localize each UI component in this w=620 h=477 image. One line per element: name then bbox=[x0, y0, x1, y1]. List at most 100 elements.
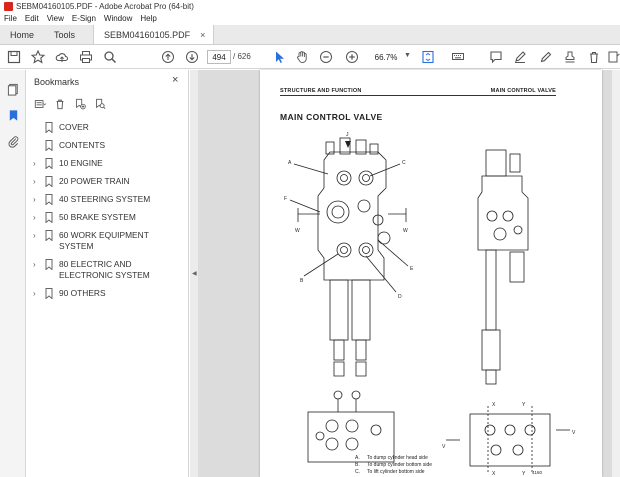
document-viewer[interactable]: STRUCTURE AND FUNCTION MAIN CONTROL VALV… bbox=[198, 70, 620, 477]
bookmark-contents[interactable]: CONTENTS bbox=[27, 140, 189, 152]
highlight-pen-icon[interactable] bbox=[512, 49, 528, 65]
view-arrow-icon bbox=[345, 141, 351, 148]
figure-legend: A.To dump cylinder head side B. To dump c… bbox=[355, 455, 432, 476]
legend-item: B. To dump cylinder bottom side bbox=[355, 462, 432, 469]
bookmark-icon bbox=[45, 176, 53, 188]
draw-icon[interactable] bbox=[538, 49, 554, 65]
menu-edit[interactable]: Edit bbox=[24, 14, 39, 23]
navigation-rail bbox=[0, 70, 26, 477]
delete-icon[interactable] bbox=[586, 49, 602, 65]
new-bookmark-icon[interactable] bbox=[73, 97, 87, 111]
bookmarks-panel-icon[interactable] bbox=[6, 108, 20, 122]
vertical-scrollbar[interactable] bbox=[612, 70, 620, 477]
tab-document[interactable]: SEBM04160105.PDF × bbox=[93, 25, 215, 44]
callout-e: E bbox=[410, 266, 414, 272]
panel-splitter[interactable]: ◀ bbox=[190, 70, 198, 477]
bookmark-steering-system[interactable]: › 40 STEERING SYSTEM bbox=[27, 194, 189, 206]
chevron-right-icon[interactable]: › bbox=[33, 231, 36, 240]
callout-y-top: Y bbox=[522, 402, 526, 408]
bookmark-cover[interactable]: COVER bbox=[27, 122, 189, 134]
legend-item: A.To dump cylinder head side bbox=[355, 455, 432, 462]
save-icon[interactable] bbox=[6, 49, 22, 65]
bookmark-options-icon[interactable] bbox=[33, 97, 47, 111]
collapse-panel-icon[interactable]: ◀ bbox=[192, 271, 197, 277]
callout-c: C bbox=[402, 160, 406, 166]
callout-w-right: W bbox=[403, 228, 408, 234]
legend-text: To dump cylinder head side bbox=[367, 455, 428, 461]
legend-item: C.To lift cylinder bottom side bbox=[355, 469, 432, 476]
page-total: / 626 bbox=[233, 52, 251, 61]
page-header-left: STRUCTURE AND FUNCTION bbox=[280, 88, 362, 94]
find-bookmark-icon[interactable] bbox=[93, 97, 107, 111]
legend-key: C. bbox=[355, 469, 360, 475]
bookmark-electric-system[interactable]: › 80 ELECTRIC AND ELECTRONIC SYSTEM bbox=[27, 259, 189, 281]
menu-esign[interactable]: E-Sign bbox=[71, 14, 96, 23]
page-up-icon[interactable] bbox=[160, 49, 176, 65]
legend-text: To dump cylinder bottom side bbox=[367, 462, 433, 468]
tab-close-icon[interactable]: × bbox=[200, 29, 206, 40]
bookmark-others[interactable]: › 90 OTHERS bbox=[27, 288, 189, 300]
upload-cloud-icon[interactable] bbox=[54, 49, 70, 65]
tab-tools[interactable]: Tools bbox=[54, 29, 76, 40]
zoom-in-icon[interactable] bbox=[344, 49, 360, 65]
menu-bar: File Edit View E-Sign Window Help bbox=[0, 12, 620, 25]
select-cursor-icon[interactable] bbox=[272, 49, 288, 65]
stamp-icon[interactable] bbox=[562, 49, 578, 65]
window-title: SEBM04160105.PDF - Adobe Acrobat Pro (64… bbox=[16, 1, 194, 11]
callout-j: J bbox=[346, 132, 349, 138]
bookmark-work-equipment-system[interactable]: › 60 WORK EQUIPMENT SYSTEM bbox=[27, 230, 189, 252]
page-number-input[interactable]: 494 bbox=[207, 50, 231, 64]
zoom-out-icon[interactable] bbox=[318, 49, 334, 65]
figure-number: 4160 bbox=[532, 470, 543, 475]
comment-icon[interactable] bbox=[488, 49, 504, 65]
bookmarks-title: Bookmarks bbox=[34, 77, 80, 87]
bookmark-brake-system[interactable]: › 50 BRAKE SYSTEM bbox=[27, 212, 189, 224]
bookmark-label: 50 BRAKE SYSTEM bbox=[59, 212, 136, 222]
tab-home[interactable]: Home bbox=[10, 29, 35, 40]
zoom-level-input[interactable]: 66.7% bbox=[374, 52, 398, 62]
bookmark-list: COVER CONTENTS › 10 ENGINE › 20 POWER TR… bbox=[27, 122, 189, 306]
chevron-right-icon[interactable]: › bbox=[33, 260, 36, 269]
callout-a: A bbox=[288, 160, 292, 166]
chevron-right-icon[interactable]: › bbox=[33, 213, 36, 222]
close-icon[interactable]: × bbox=[172, 74, 179, 86]
menu-window[interactable]: Window bbox=[103, 14, 133, 23]
tab-bar: Home Tools SEBM04160105.PDF × bbox=[0, 25, 620, 45]
title-bar: SEBM04160105.PDF - Adobe Acrobat Pro (64… bbox=[0, 0, 620, 12]
bookmark-label: 20 POWER TRAIN bbox=[59, 176, 130, 186]
bookmark-icon bbox=[45, 194, 53, 206]
page-title: MAIN CONTROL VALVE bbox=[280, 112, 383, 122]
keyboard-icon[interactable] bbox=[450, 49, 466, 65]
delete-bookmark-icon[interactable] bbox=[53, 97, 67, 111]
bookmark-power-train[interactable]: › 20 POWER TRAIN bbox=[27, 176, 189, 188]
attachments-icon[interactable] bbox=[6, 134, 20, 148]
chevron-right-icon[interactable]: › bbox=[33, 289, 36, 298]
callout-x-bottom: X bbox=[492, 471, 496, 477]
header-rule bbox=[280, 95, 556, 96]
chevron-right-icon[interactable]: › bbox=[33, 177, 36, 186]
bookmark-label: 90 OTHERS bbox=[59, 288, 106, 298]
callout-x-top: X bbox=[492, 402, 496, 408]
bookmark-engine[interactable]: › 10 ENGINE bbox=[27, 158, 189, 170]
print-icon[interactable] bbox=[78, 49, 94, 65]
bookmark-label: COVER bbox=[59, 122, 89, 132]
search-icon[interactable] bbox=[102, 49, 118, 65]
more-tools-icon[interactable] bbox=[606, 49, 620, 65]
hand-tool-icon[interactable] bbox=[294, 49, 310, 65]
valve-technical-drawing: J A C F W W B E D X Y X Y V V bbox=[284, 132, 576, 477]
zoom-dropdown-icon[interactable]: ▼ bbox=[404, 52, 411, 59]
menu-help[interactable]: Help bbox=[140, 14, 157, 23]
callout-b: B bbox=[300, 278, 304, 284]
menu-file[interactable]: File bbox=[4, 14, 17, 23]
chevron-right-icon[interactable]: › bbox=[33, 159, 36, 168]
page-thumbnails-icon[interactable] bbox=[6, 82, 20, 96]
acrobat-logo-icon bbox=[4, 1, 13, 11]
page-down-icon[interactable] bbox=[184, 49, 200, 65]
chevron-right-icon[interactable]: › bbox=[33, 195, 36, 204]
legend-key: B. bbox=[355, 462, 360, 468]
bookmark-label: 80 ELECTRIC AND ELECTRONIC SYSTEM bbox=[59, 259, 150, 280]
bookmark-icon bbox=[45, 288, 53, 300]
bookmark-star-icon[interactable] bbox=[30, 49, 46, 65]
menu-view[interactable]: View bbox=[46, 14, 64, 23]
fit-page-icon[interactable] bbox=[420, 49, 436, 65]
